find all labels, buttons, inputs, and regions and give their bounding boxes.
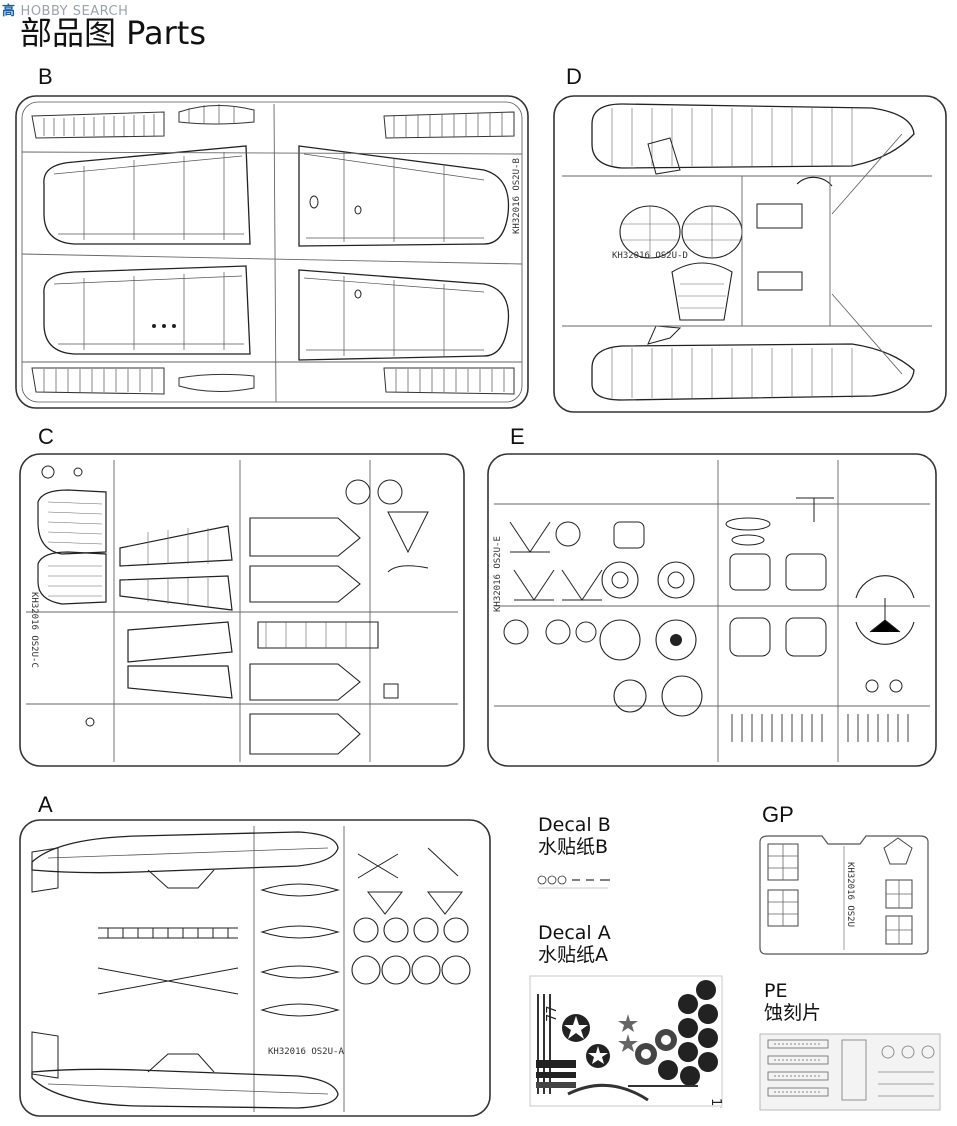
decal-a-sheet: 77 11 [528, 974, 724, 1108]
decal-b-label: Decal B 水贴纸B [538, 814, 611, 858]
watermark: 高 HOBBY SEARCH [2, 4, 129, 19]
decal-number-11: 11 [708, 1098, 723, 1108]
decal-number-77: 77 [545, 1005, 560, 1022]
pe-label-cn: 蚀刻片 [764, 1002, 822, 1024]
decal-b-label-en: Decal B [538, 814, 611, 836]
sprue-b-frame: KH32016 OS2U-B [14, 94, 530, 412]
decal-a-label-en: Decal A [538, 922, 611, 944]
sprue-gp-code: KH32016 OS2U [845, 862, 855, 927]
pe-sheet [758, 1032, 942, 1112]
sprue-gp-label: GP [762, 802, 794, 827]
sprue-e-frame: KH32016 OS2U-E [486, 452, 938, 770]
page-title: 部品图 Parts [20, 14, 207, 52]
decal-a-label: Decal A 水贴纸A [538, 922, 611, 966]
sprue-a-code: KH32016 OS2U-A [268, 1047, 344, 1057]
sprue-gp-frame: KH32016 OS2U [756, 832, 932, 958]
sprue-b-code: KH32016 OS2U-B [512, 158, 522, 234]
sprue-e-code: KH32016 OS2U-E [493, 536, 503, 612]
sprue-c-label: C [38, 424, 54, 449]
decal-b-label-cn: 水贴纸B [538, 836, 609, 858]
pe-label-en: PE [764, 980, 788, 1002]
sprue-d-label: D [566, 64, 582, 89]
sprue-a-frame: KH32016 OS2U-A [18, 818, 492, 1120]
decal-b-sheet [534, 872, 614, 892]
sprue-b-label: B [38, 64, 53, 89]
sprue-c-frame: KH32016 OS2U-C [18, 452, 466, 770]
sprue-e-label: E [510, 424, 525, 449]
pe-label: PE 蚀刻片 [764, 980, 821, 1024]
sprue-d-code: KH32016 OS2U-D [612, 251, 688, 261]
sprue-a-label: A [38, 792, 53, 817]
decal-a-label-cn: 水贴纸A [538, 944, 608, 966]
sprue-d-frame: KH32016 OS2U-D [552, 94, 948, 416]
sprue-c-code: KH32016 OS2U-C [29, 592, 39, 668]
